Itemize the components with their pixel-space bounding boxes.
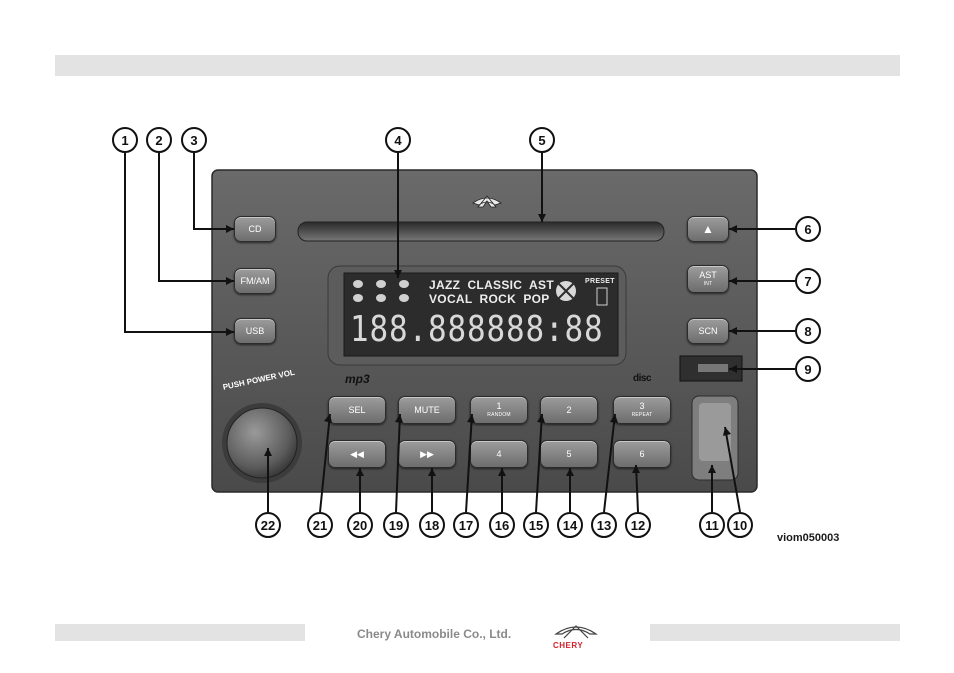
callout-3: 3 <box>181 127 207 153</box>
callout-11: 11 <box>699 512 725 538</box>
callout-6: 6 <box>795 216 821 242</box>
chery-logo-icon <box>552 622 602 640</box>
callout-13: 13 <box>591 512 617 538</box>
callout-20: 20 <box>347 512 373 538</box>
callout-21: 21 <box>307 512 333 538</box>
callout-10: 10 <box>727 512 753 538</box>
callout-15: 15 <box>523 512 549 538</box>
figure-code: viom050003 <box>777 532 839 544</box>
callout-19: 19 <box>383 512 409 538</box>
callout-8: 8 <box>795 318 821 344</box>
callout-16: 16 <box>489 512 515 538</box>
callout-9: 9 <box>795 356 821 382</box>
callout-14: 14 <box>557 512 583 538</box>
callout-22: 22 <box>255 512 281 538</box>
callout-12: 12 <box>625 512 651 538</box>
callout-5: 5 <box>529 127 555 153</box>
callout-1: 1 <box>112 127 138 153</box>
callout-17: 17 <box>453 512 479 538</box>
callout-7: 7 <box>795 268 821 294</box>
footer-company: Chery Automobile Co., Ltd. <box>357 627 511 641</box>
callout-2: 2 <box>146 127 172 153</box>
footer-brand: CHERY <box>553 641 583 650</box>
callout-18: 18 <box>419 512 445 538</box>
callout-4: 4 <box>385 127 411 153</box>
